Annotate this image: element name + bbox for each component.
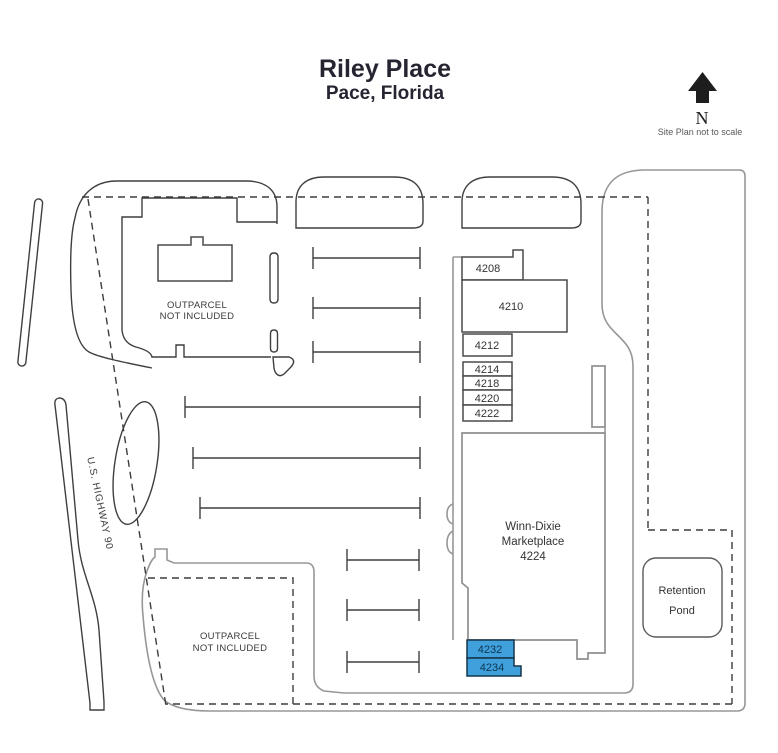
landscape-island-1	[295, 176, 424, 229]
unit-4232-label[interactable]: 4232	[478, 644, 502, 656]
unit-4234-label[interactable]: 4234	[480, 662, 504, 674]
highway-median-strip	[17, 198, 44, 367]
unit-4210-label: 4210	[499, 301, 523, 313]
svg-text:NOT INCLUDED: NOT INCLUDED	[160, 311, 235, 322]
svg-text:Marketplace: Marketplace	[502, 536, 565, 548]
scale-note: Site Plan not to scale	[658, 127, 743, 137]
north-arrow-icon	[688, 72, 717, 103]
curb-island-strip-1	[269, 252, 279, 304]
north-label: N	[696, 108, 709, 128]
outparcel-1-building	[157, 236, 233, 282]
highway-edge-strip	[54, 397, 105, 711]
svg-text:Winn-Dixie: Winn-Dixie	[505, 521, 561, 533]
highway-label: U.S. HIGHWAY 90	[84, 456, 114, 551]
anchor-building-shape	[461, 432, 606, 660]
unit-4212-shape	[462, 333, 513, 357]
unit-4208-label: 4208	[476, 263, 500, 275]
outparcel-1-label: OUTPARCEL NOT INCLUDED	[160, 300, 235, 322]
page-subtitle: Pace, Florida	[326, 83, 445, 104]
outparcel-1-pad	[121, 197, 277, 358]
unit-4218-label: 4218	[475, 378, 499, 390]
unit-4214-label: 4214	[475, 364, 499, 376]
page-title: Riley Place	[319, 55, 451, 83]
curb-island-strip-2	[269, 329, 279, 353]
retention-pond-label: Retention Pond	[658, 585, 705, 617]
unit-4220-label: 4220	[475, 393, 499, 405]
svg-text:NOT INCLUDED: NOT INCLUDED	[193, 643, 268, 654]
unit-4222-label: 4222	[475, 408, 499, 420]
sidewalk-line	[446, 256, 462, 640]
unit-4210-shape	[461, 279, 568, 333]
unit-4222-shape	[462, 404, 513, 422]
curb-flare	[272, 356, 295, 377]
parking-rows	[184, 247, 421, 673]
retention-pond-shape	[642, 557, 723, 638]
loading-dock	[591, 365, 606, 428]
svg-text:OUTPARCEL: OUTPARCEL	[167, 300, 227, 311]
anchor-label: Winn-Dixie Marketplace 4224	[502, 521, 565, 563]
median-oval-island	[112, 400, 160, 526]
svg-text:OUTPARCEL: OUTPARCEL	[200, 631, 260, 642]
unit-4212-label: 4212	[475, 340, 499, 352]
outparcel-1-curb	[69, 180, 278, 369]
svg-text:Retention: Retention	[658, 585, 705, 597]
unit-4234-shape[interactable]	[466, 657, 522, 677]
landscape-island-2	[461, 176, 582, 229]
parcel-dashed-lines	[82, 196, 733, 707]
svg-text:Pond: Pond	[669, 605, 695, 617]
svg-text:4224: 4224	[520, 551, 546, 563]
outparcel-2-label: OUTPARCEL NOT INCLUDED	[193, 631, 268, 654]
property-boundary	[141, 169, 746, 712]
